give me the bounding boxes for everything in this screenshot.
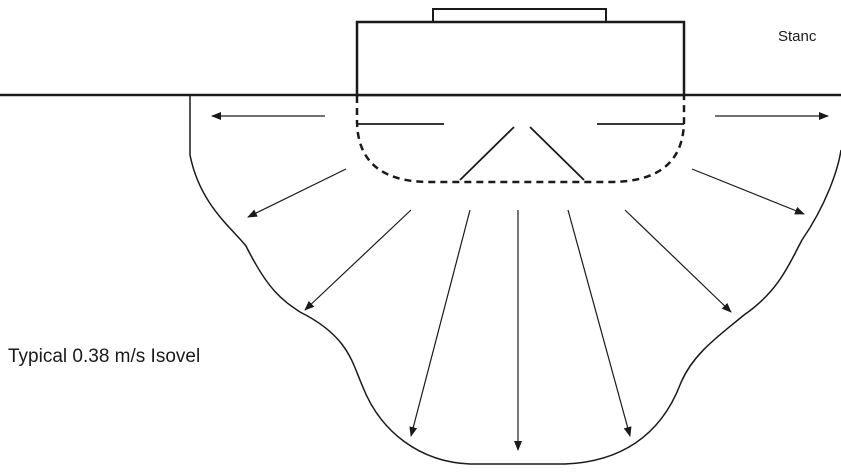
airflow-arrow (247, 168, 347, 218)
isovel-label: Typical 0.38 m/s Isovel (8, 346, 201, 367)
standoff-label: Stanc (778, 28, 817, 45)
airflow-arrows (211, 112, 829, 451)
airflow-arrow (691, 168, 805, 215)
airflow-arrow (624, 209, 732, 313)
airflow-arrow (567, 209, 632, 437)
cone-right-edge (529, 126, 585, 181)
diffuser-body (355, 20, 686, 97)
isovel-outline (189, 95, 841, 465)
cone-left-edge (459, 126, 515, 181)
airflow-arrow (304, 209, 412, 311)
diffuser-collar (432, 8, 607, 23)
diffuser-face-outline (355, 96, 686, 184)
airflow-arrow (409, 209, 471, 437)
